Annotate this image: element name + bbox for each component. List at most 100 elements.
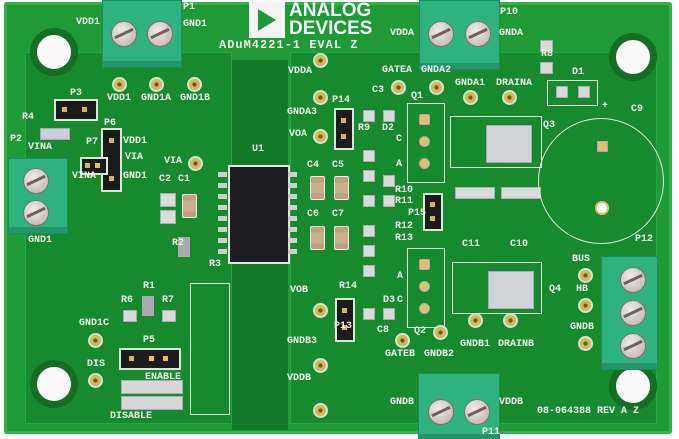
test-point-gnda3[interactable] <box>313 90 328 105</box>
test-point-voa[interactable] <box>313 129 328 144</box>
label-draina: DRAINA <box>496 78 533 89</box>
screw-icon[interactable] <box>147 21 173 47</box>
screw-icon[interactable] <box>620 267 646 293</box>
test-point-vdd1[interactable] <box>112 77 127 92</box>
terminal-block-p12[interactable] <box>601 256 658 370</box>
resistor-r8-pad <box>540 62 553 74</box>
resistor-r2 <box>178 237 190 257</box>
terminal-block-p1[interactable] <box>102 0 182 68</box>
test-point-gndb3[interactable] <box>313 358 328 373</box>
label-gndb1: GNDB1 <box>460 339 491 350</box>
label-c3: C3 <box>372 85 385 96</box>
screw-icon[interactable] <box>620 333 646 359</box>
label-c10: C10 <box>510 239 529 250</box>
resistor-r3-outline <box>190 283 230 415</box>
test-point-vdda[interactable] <box>313 53 328 68</box>
label-disable: DISABLE <box>110 411 153 422</box>
jumper-p7[interactable] <box>80 157 108 175</box>
test-point-gateb[interactable] <box>395 333 410 348</box>
capacitor-c1 <box>182 194 197 218</box>
label-p13: P13 <box>334 321 353 332</box>
label-c5: C5 <box>332 160 345 171</box>
screw-icon[interactable] <box>111 21 137 47</box>
screw-icon[interactable] <box>23 168 49 194</box>
label-p7: P7 <box>86 137 99 148</box>
label-gndb: GNDB <box>570 322 595 333</box>
screw-icon[interactable] <box>620 300 646 326</box>
test-point-drainb[interactable] <box>503 313 518 328</box>
header-p15[interactable] <box>423 193 443 231</box>
label-vdd1-tp: VDD1 <box>107 93 132 104</box>
label-p11-gndb: GNDB <box>390 397 415 408</box>
header-p3[interactable] <box>54 99 98 121</box>
label-d2-anode: A <box>396 159 403 170</box>
jumper-p5[interactable] <box>119 348 181 370</box>
label-c9-plus: + <box>602 101 609 112</box>
test-point-via[interactable] <box>188 156 203 171</box>
terminal-block-p11[interactable] <box>418 373 500 439</box>
label-c2: C2 <box>159 174 172 185</box>
label-r4: R4 <box>22 112 35 123</box>
screw-icon[interactable] <box>428 399 454 425</box>
label-p11: P11 <box>482 427 501 438</box>
label-hb: HB <box>576 284 589 295</box>
label-gnd1: GND1 <box>183 19 208 30</box>
header-p13[interactable] <box>335 298 355 342</box>
test-point-bus[interactable] <box>578 268 593 283</box>
test-point-gndb1[interactable] <box>468 313 483 328</box>
transistor-q3 <box>450 116 542 168</box>
screw-icon[interactable] <box>23 200 49 226</box>
label-gnd1c: GND1C <box>79 318 110 329</box>
capacitor-c4 <box>310 176 325 200</box>
label-r13: R13 <box>395 233 414 244</box>
label-d3-cathode: C <box>397 295 404 306</box>
capacitor-c10 <box>501 187 541 199</box>
test-point-dis[interactable] <box>88 373 103 388</box>
terminal-block-p10[interactable] <box>419 0 500 70</box>
test-point-gnda1[interactable] <box>463 90 478 105</box>
screw-icon[interactable] <box>464 399 490 425</box>
capacitor-c6 <box>310 226 325 250</box>
label-gndb3: GNDB3 <box>287 336 318 347</box>
label-c6: C6 <box>307 209 320 220</box>
test-point-gatea[interactable] <box>391 80 406 95</box>
test-point-draina[interactable] <box>502 90 517 105</box>
test-point-hb[interactable] <box>578 298 593 313</box>
label-p6-via: VIA <box>125 152 144 163</box>
label-vdda-tp: VDDA <box>288 66 313 77</box>
test-point-gnd1b[interactable] <box>187 77 202 92</box>
label-bus: BUS <box>572 254 591 265</box>
label-p2-gnd1: GND1 <box>28 235 53 246</box>
label-gnda: GNDA <box>499 28 524 39</box>
label-p10: P10 <box>500 7 519 18</box>
label-c7: C7 <box>332 209 345 220</box>
test-point-gnd1a[interactable] <box>149 77 164 92</box>
test-point-gndb2[interactable] <box>433 325 448 340</box>
test-point-gnd1c[interactable] <box>88 333 103 348</box>
label-enable: ENABLE <box>145 372 182 383</box>
label-p1: P1 <box>183 2 196 13</box>
test-point-gnda2[interactable] <box>429 80 444 95</box>
terminal-block-p2[interactable] <box>8 158 68 234</box>
resistor-r8-pad <box>540 40 553 52</box>
label-c8: C8 <box>377 325 390 336</box>
test-point-vddb[interactable] <box>313 403 328 418</box>
transistor-q2 <box>407 248 445 328</box>
screw-icon[interactable] <box>428 21 454 47</box>
analog-devices-logo-icon <box>249 2 285 38</box>
logo-line2: DEVICES <box>289 18 373 39</box>
label-p6: P6 <box>104 118 117 129</box>
label-r8: R8 <box>541 49 554 60</box>
test-point-vob[interactable] <box>313 303 328 318</box>
isolated-gate-driver-ic-u1 <box>228 165 290 264</box>
label-q2: Q2 <box>414 326 427 337</box>
label-r7: R7 <box>162 295 175 306</box>
label-vdd1: VDD1 <box>76 17 101 28</box>
test-point-gndb[interactable] <box>578 336 593 351</box>
header-p14[interactable] <box>334 108 354 150</box>
label-p6-gnd1: GND1 <box>123 171 148 182</box>
label-gnda1: GNDA1 <box>455 78 486 89</box>
capacitor-c2-pad <box>160 210 176 224</box>
screw-icon[interactable] <box>465 21 491 47</box>
